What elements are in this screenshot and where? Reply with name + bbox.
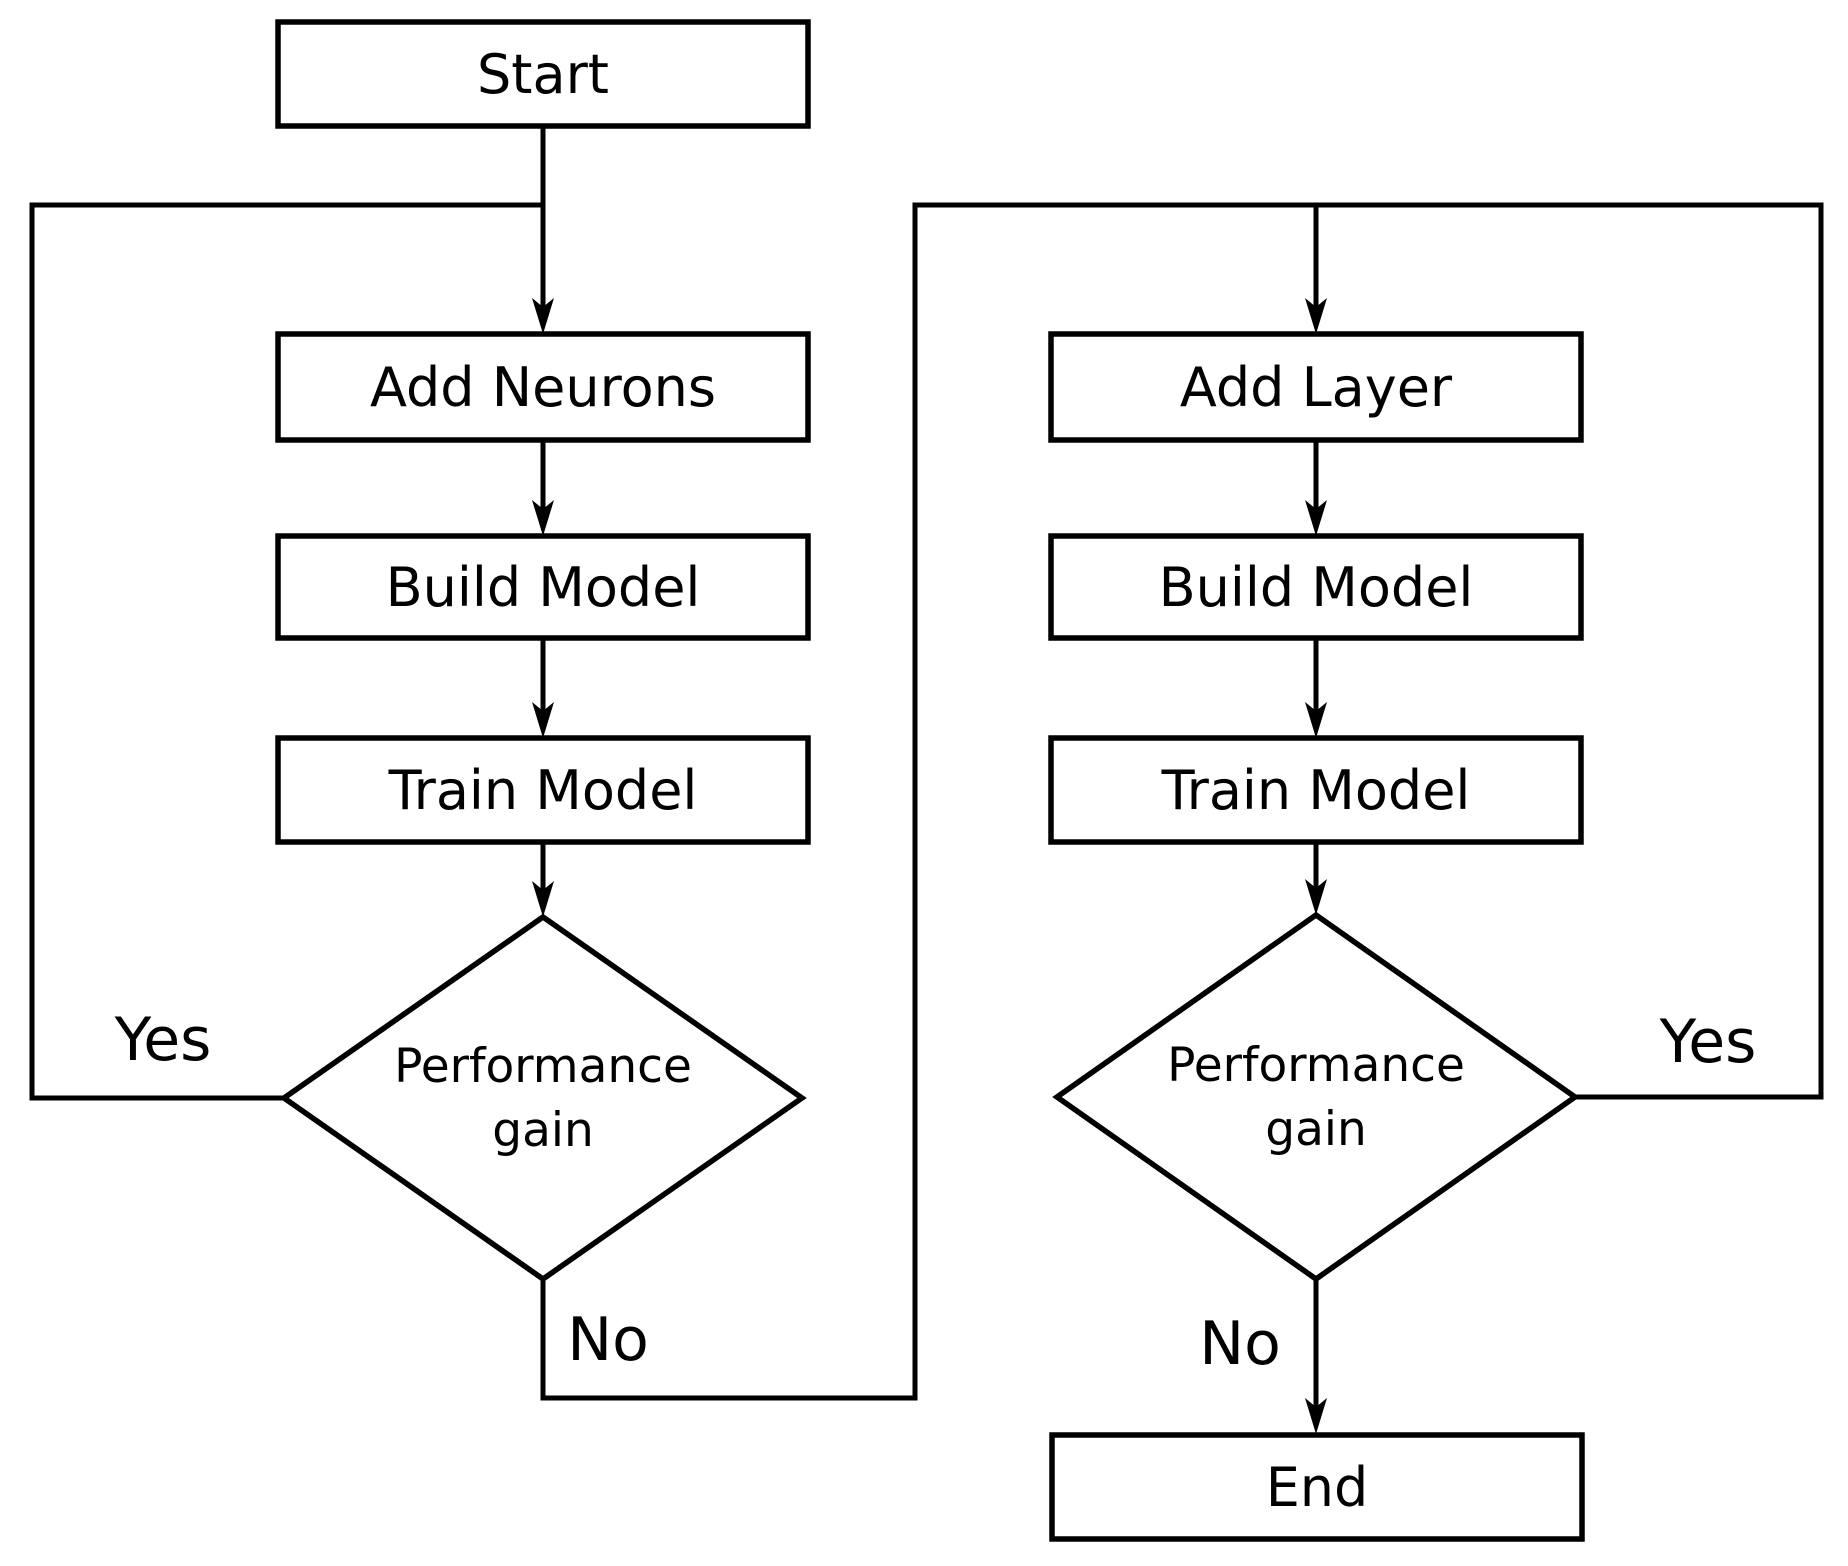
performance-gain-right-line2: gain [1265, 1102, 1366, 1157]
add-neurons-label: Add Neurons [370, 356, 716, 419]
performance-gain-right-line1: Performance [1167, 1038, 1465, 1093]
edge-label-layer: Yes No Yes No [114, 1005, 1757, 1379]
add-layer-label: Add Layer [1180, 356, 1453, 419]
start-node [275, 19, 811, 129]
performance-gain-left-line1: Performance [394, 1039, 692, 1094]
build-model-right-node [1048, 533, 1584, 641]
performance-gain-left-node [279, 913, 807, 1283]
build-model-left-node [275, 533, 811, 641]
yes-right-label: Yes [1659, 1007, 1757, 1077]
no-left-label: No [567, 1305, 649, 1375]
yes-left-label: Yes [114, 1005, 212, 1075]
arrowhead-decision-right [1305, 879, 1327, 915]
build-model-left-label: Build Model [386, 556, 701, 619]
arrowhead-end [1305, 1398, 1327, 1434]
arrowhead-train-right [1305, 702, 1327, 738]
start-label: Start [477, 43, 609, 106]
arrowhead-build-left [532, 500, 554, 536]
no-right-label: No [1199, 1309, 1281, 1379]
train-model-right-label: Train Model [1161, 759, 1471, 822]
train-model-right-node [1048, 735, 1584, 845]
arrowhead-build-right [1305, 500, 1327, 536]
connector-yes-left-loop [29, 202, 543, 1101]
performance-gain-right-node [1052, 911, 1580, 1283]
end-node [1049, 1432, 1585, 1542]
arrowhead-add-layer [1305, 298, 1327, 334]
add-layer-node [1048, 331, 1584, 443]
arrowhead-train-left [532, 702, 554, 738]
end-label: End [1266, 1456, 1369, 1519]
performance-gain-left-line2: gain [492, 1103, 593, 1158]
arrowhead-decision-left [532, 881, 554, 917]
arrowhead-add-neurons [532, 298, 554, 334]
connector-yes-right-loop [1316, 202, 1824, 1100]
add-neurons-node [275, 331, 811, 443]
node-layer: Start Add Neurons Build Model Train Mode… [275, 19, 1585, 1542]
train-model-left-label: Train Model [388, 759, 698, 822]
connector-layer [29, 126, 1824, 1434]
connector-no-left [540, 202, 1316, 1401]
train-model-left-node [275, 735, 811, 845]
build-model-right-label: Build Model [1159, 556, 1474, 619]
